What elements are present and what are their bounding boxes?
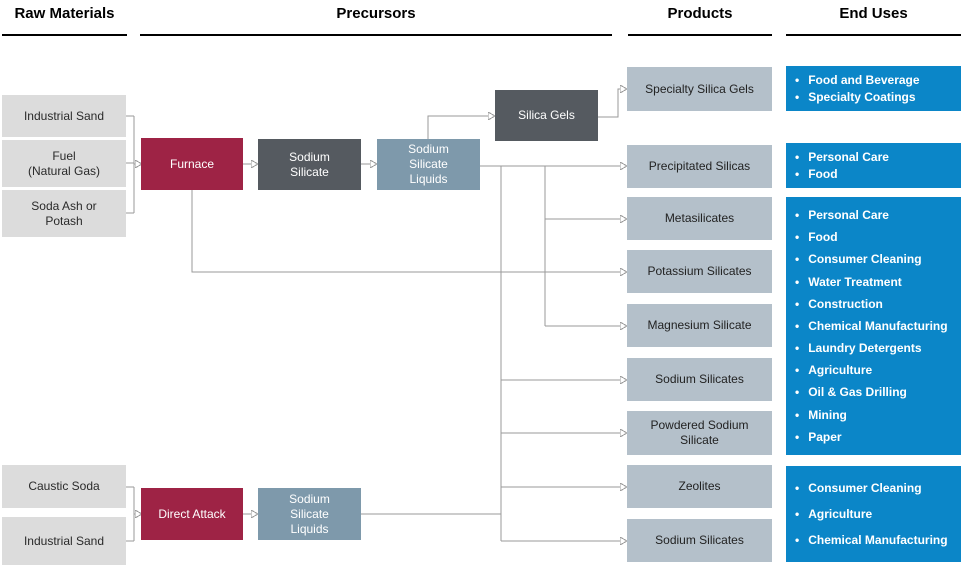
end-use-item-label: Mining [808, 407, 847, 422]
end-use-item: Paper [786, 430, 961, 444]
end-use-item-label: Water Treatment [808, 274, 902, 289]
end-use-item-label: Agriculture [808, 507, 873, 521]
arrow-furnace-to-potassium [191, 190, 620, 272]
end-use-precipitated-silicas: Personal Care Food [786, 143, 961, 188]
end-use-item: Specialty Coatings [786, 90, 961, 104]
product-zeolites: Zeolites [627, 465, 772, 508]
end-use-item-label: Consumer Cleaning [808, 481, 922, 495]
end-use-item: Consumer Cleaning [786, 481, 961, 495]
raw-material-soda-ash-or-potash: Soda Ash or Potash [2, 190, 126, 237]
end-use-item: Construction [786, 297, 961, 311]
end-use-item: Chemical Manufacturing [786, 533, 961, 547]
end-use-item: Agriculture [786, 363, 961, 377]
end-use-item-label: Chemical Manufacturing [808, 533, 948, 547]
raw-material-industrial-sand-top: Industrial Sand [2, 95, 126, 137]
end-use-item-label: Food [808, 167, 838, 182]
end-use-item-label: Agriculture [808, 363, 873, 378]
product-powdered-sodium-silicate: Powdered Sodium Silicate [627, 411, 772, 455]
arrow-liquids-to-silica-gels [427, 116, 488, 139]
process-furnace: Furnace [141, 138, 243, 190]
end-use-item: Laundry Detergents [786, 341, 961, 355]
arrow-silica-gels-to-specialty [598, 89, 620, 118]
precursor-sodium-silicate: Sodium Silicate [258, 139, 361, 190]
product-sodium-silicates-1: Sodium Silicates [627, 358, 772, 401]
end-use-item: Mining [786, 408, 961, 422]
end-use-item: Food and Beverage [786, 73, 961, 87]
end-use-general-silicates: Personal Care Food Consumer Cleaning Wat… [786, 197, 961, 455]
header-products-label: Products [667, 5, 733, 22]
end-use-item: Personal Care [786, 150, 961, 164]
header-products: Products [628, 5, 772, 36]
end-use-specialty-silica-gels: Food and Beverage Specialty Coatings [786, 66, 961, 111]
product-metasilicates: Metasilicates [627, 197, 772, 240]
process-direct-attack: Direct Attack [141, 488, 243, 540]
bracket-top-raw-materials [126, 115, 135, 214]
header-raw-materials: Raw Materials [2, 5, 127, 36]
raw-material-industrial-sand-bottom: Industrial Sand [2, 517, 126, 565]
end-use-item: Water Treatment [786, 275, 961, 289]
end-use-item-label: Chemical Manufacturing [808, 318, 948, 333]
end-use-item-label: Personal Care [808, 208, 889, 223]
product-sodium-silicates-2: Sodium Silicates [627, 519, 772, 562]
header-precursors: Precursors [140, 5, 612, 36]
end-use-item-label: Paper [808, 429, 842, 444]
product-specialty-silica-gels: Specialty Silica Gels [627, 67, 772, 111]
end-use-item-label: Specialty Coatings [808, 90, 916, 105]
end-use-zeolites-sodium-silicates: Consumer Cleaning Agriculture Chemical M… [786, 466, 961, 562]
end-use-item: Food [786, 230, 961, 244]
end-use-item-label: Oil & Gas Drilling [808, 385, 907, 400]
header-end-uses: End Uses [786, 5, 961, 36]
end-use-item-label: Food and Beverage [808, 72, 920, 87]
end-use-item: Food [786, 167, 961, 181]
end-use-item-label: Laundry Detergents [808, 341, 922, 356]
end-use-item: Oil & Gas Drilling [786, 385, 961, 399]
precursor-sodium-silicate-liquids-top: Sodium Silicate Liquids [377, 139, 480, 190]
precursor-silica-gels: Silica Gels [495, 90, 598, 141]
end-use-item: Personal Care [786, 208, 961, 222]
product-precipitated-silicas: Precipitated Silicas [627, 145, 772, 188]
end-use-item-label: Personal Care [808, 149, 889, 164]
product-potassium-silicates: Potassium Silicates [627, 250, 772, 293]
bracket-bottom-raw-materials [126, 486, 135, 542]
end-use-item: Chemical Manufacturing [786, 319, 961, 333]
end-use-item-label: Consumer Cleaning [808, 252, 922, 267]
header-raw-materials-label: Raw Materials [14, 5, 115, 22]
end-use-item: Agriculture [786, 507, 961, 521]
raw-material-caustic-soda: Caustic Soda [2, 465, 126, 508]
header-precursors-label: Precursors [336, 5, 416, 22]
raw-material-fuel: Fuel (Natural Gas) [2, 140, 126, 187]
header-end-uses-label: End Uses [839, 5, 908, 22]
product-magnesium-silicate: Magnesium Silicate [627, 304, 772, 347]
end-use-item-label: Construction [808, 296, 883, 311]
end-use-item: Consumer Cleaning [786, 252, 961, 266]
end-use-item-label: Food [808, 230, 838, 245]
precursor-sodium-silicate-liquids-bottom: Sodium Silicate Liquids [258, 488, 361, 540]
